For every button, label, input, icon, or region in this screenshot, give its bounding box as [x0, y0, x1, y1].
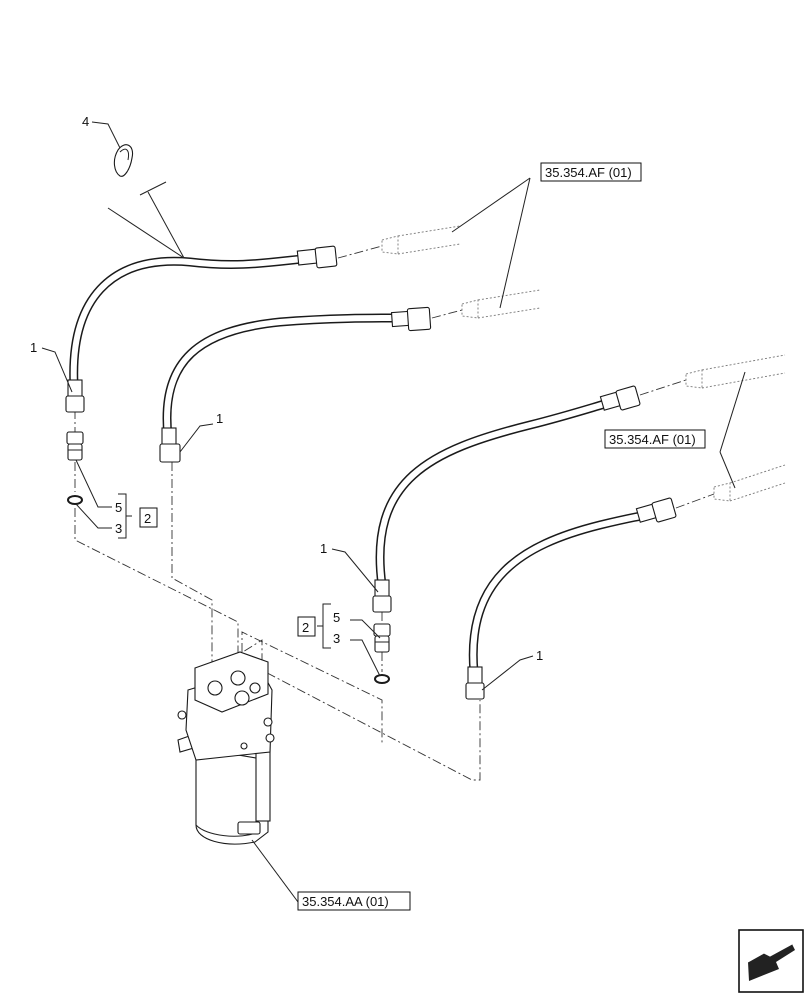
leader-lines	[41, 121, 746, 903]
adapter-middle	[373, 623, 391, 653]
hose-1-lower-middle	[372, 385, 641, 613]
reference-text-top-right: 35.354.AF (01)	[545, 165, 632, 180]
kit-box-left	[139, 507, 158, 528]
clip-part-4	[113, 144, 134, 177]
hydraulic-filter-assembly	[177, 651, 275, 845]
reference-text-mid-right: 35.354.AF (01)	[609, 432, 696, 447]
label-item-3-middle: 3	[333, 631, 340, 646]
ghost-connectors	[381, 225, 786, 502]
o-ring-left	[67, 495, 83, 505]
label-item-2-middle: 2	[302, 620, 309, 635]
o-ring-middle	[374, 674, 390, 684]
kit-box-middle	[297, 616, 316, 637]
label-item-1-upper-middle: 1	[216, 411, 223, 426]
item-labels: 4 1 1 1 1 5 3 5 3 2 2	[30, 114, 543, 663]
hose-1-upper-middle	[159, 306, 432, 463]
reference-mid-right[interactable]: 35.354.AF (01)	[604, 429, 706, 449]
label-item-5-left: 5	[115, 500, 122, 515]
hose-1-top-left	[65, 245, 338, 413]
label-item-1-right: 1	[536, 648, 543, 663]
label-item-4: 4	[82, 114, 89, 129]
reference-bottom[interactable]: 35.354.AA (01)	[297, 891, 411, 911]
reference-text-bottom: 35.354.AA (01)	[302, 894, 389, 909]
label-item-3-left: 3	[115, 521, 122, 536]
label-item-1-left: 1	[30, 340, 37, 355]
label-item-1-lower-middle: 1	[320, 541, 327, 556]
label-item-5-middle: 5	[333, 610, 340, 625]
reference-top-right[interactable]: 35.354.AF (01)	[540, 162, 642, 182]
label-item-2-left: 2	[144, 511, 151, 526]
adapter-left	[66, 431, 84, 461]
navigation-arrow-icon[interactable]	[738, 929, 804, 993]
hose-1-bottom-right	[465, 497, 677, 700]
